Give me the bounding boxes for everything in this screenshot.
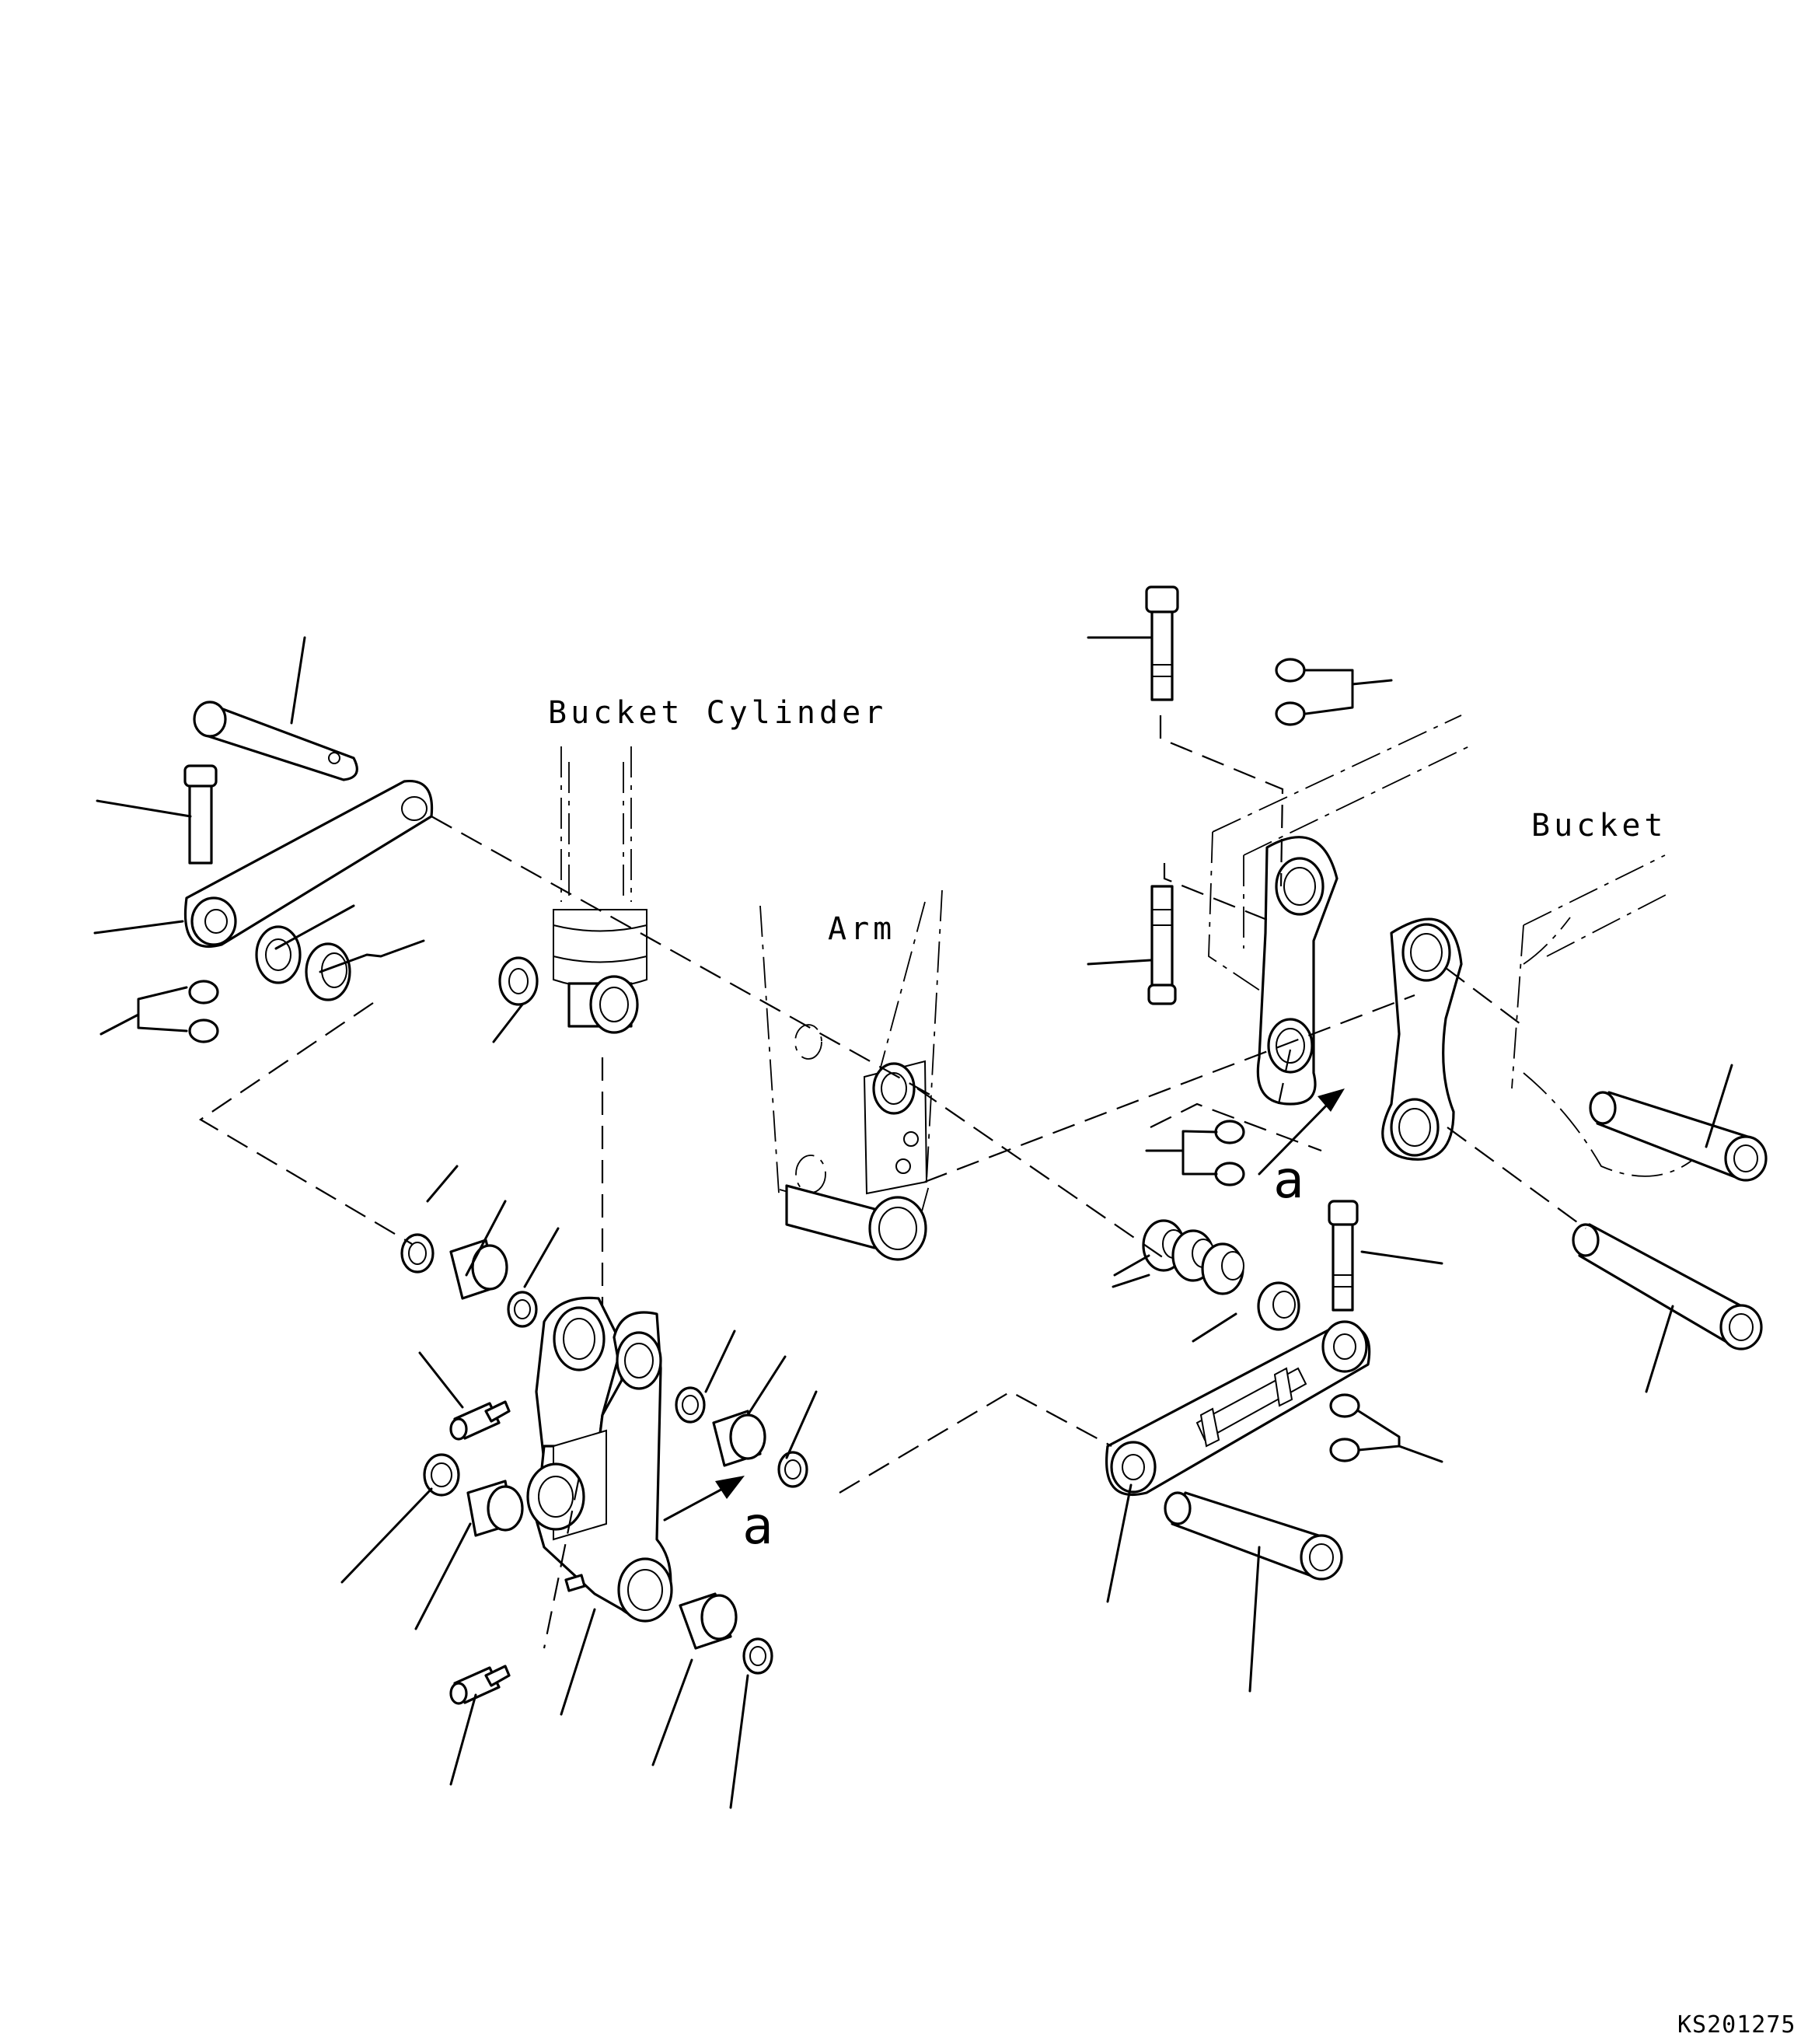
label-bucket: Bucket [1531,808,1667,844]
assembly-lines [198,715,1586,1649]
arm-outline [759,889,943,1261]
bucket-outline [1208,715,1695,1177]
drawing-id: KS201275 [1677,2011,1794,2039]
label-view-a-upper: a [1273,1150,1308,1210]
center-link [526,1296,673,1623]
right-pins [1164,1091,1768,1581]
upper-right-parts [1145,585,1306,1186]
label-arm: Arm [828,911,895,947]
view-a-arrows [663,1088,1345,1522]
label-view-a-lower: a [742,1496,777,1556]
right-link-parts [1105,1200,1371,1497]
lower-left-parts [400,1233,808,1675]
upper-left-parts [183,701,539,1043]
grease-fittings [449,1400,511,1705]
leader-lines [93,636,1733,1809]
bucket-cylinder-outline [553,746,647,1034]
label-bucket-cylinder: Bucket Cylinder [548,695,887,731]
